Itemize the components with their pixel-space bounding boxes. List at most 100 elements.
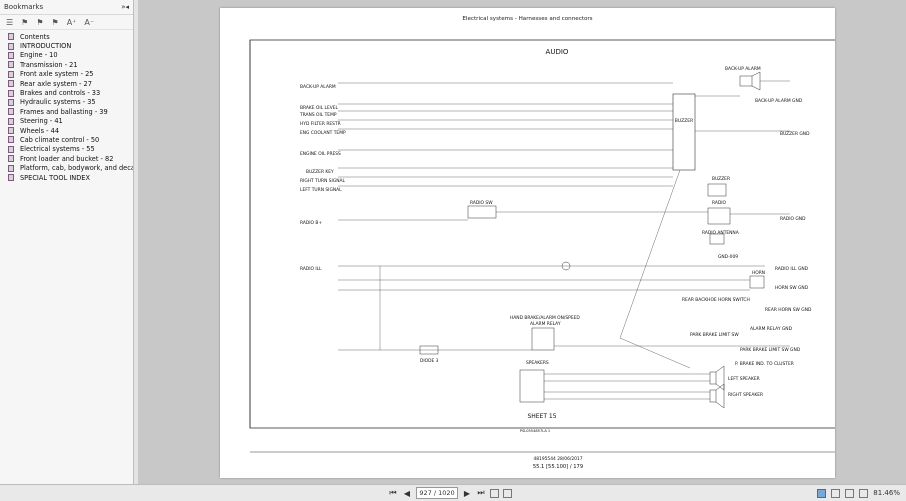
footer-line2: 55.1 [55.100] / 179 — [533, 464, 583, 470]
bookmark-item[interactable]: Frames and ballasting - 39 — [8, 107, 133, 116]
radio-switch — [467, 205, 497, 219]
bookmark-item[interactable]: Platform, cab, bodywork, and decals - — [8, 163, 133, 172]
bookmark-icon — [8, 127, 14, 135]
horn-sw-gnd-label: HORN SW GND — [775, 285, 809, 291]
bookmark-item[interactable]: Cab climate control - 50 — [8, 135, 133, 144]
park-brake-sw-label: PARK BRAKE LIMIT SW — [690, 332, 739, 338]
bookmark-list: Contents INTRODUCTION Engine - 10 Transm… — [0, 30, 133, 182]
next-page-icon[interactable]: ▶ — [463, 488, 471, 498]
bookmark-item[interactable]: SPECIAL TOOL INDEX — [8, 173, 133, 182]
bookmark-label: Platform, cab, bodywork, and decals - — [20, 164, 133, 173]
backup-alarm-right-label: BACK-UP ALARM — [725, 66, 761, 72]
zoom-level[interactable]: 81.46% — [873, 489, 900, 497]
bookmark-icon — [8, 174, 14, 182]
list-options-icon[interactable]: ☰ — [6, 17, 14, 27]
radio-antenna-device — [709, 233, 725, 245]
alarm-relay-device — [531, 327, 555, 351]
radio-ill-gnd-label: RADIO ILL GND — [775, 266, 809, 272]
bookmark-icon[interactable]: ⚑ — [21, 17, 29, 27]
bookmark-icon — [8, 42, 14, 50]
diagram-title: AUDIO — [546, 48, 569, 56]
trans-oil-label: TRANS OIL TEMP — [299, 112, 337, 118]
bookmark-icon — [8, 108, 14, 116]
left-speaker-label: LEFT SPEAKER — [728, 376, 760, 382]
bookmark-item[interactable]: Wheels - 44 — [8, 126, 133, 135]
copy-icon[interactable] — [490, 488, 499, 498]
horn-label: HORN — [752, 270, 765, 276]
bookmark-label: Cab climate control - 50 — [20, 135, 100, 144]
bookmark-item[interactable]: Hydraulic systems - 35 — [8, 98, 133, 107]
horn-device — [749, 275, 765, 289]
radio-bplus-label: RADIO B+ — [300, 220, 322, 226]
font-decrease-icon[interactable]: A⁻ — [84, 17, 95, 27]
bookmark-item[interactable]: Front loader and bucket - 82 — [8, 154, 133, 163]
fit-page-icon[interactable] — [859, 488, 869, 498]
bookmark-icon — [8, 164, 14, 172]
pbrake-cluster-label: P. BRAKE IND. TO CLUSTER — [735, 361, 794, 367]
hyd-filter-label: HYD FILTER RESTR — [300, 121, 341, 127]
engine-oil-label: ENGINE OIL PRESS — [300, 151, 341, 157]
last-page-icon[interactable]: ⏭ — [477, 488, 485, 497]
bookmark-label: Front axle system - 25 — [20, 70, 94, 79]
backup-alarm-left-label: BACK-UP ALARM — [300, 84, 336, 90]
font-increase-icon[interactable]: A⁺ — [66, 17, 77, 27]
bookmark-icon — [8, 89, 14, 97]
bookmark-icon[interactable]: ⚑ — [51, 17, 59, 27]
radio-label: RADIO — [712, 200, 727, 206]
radio-sw-label: RADIO SW — [470, 200, 493, 206]
continuous-page-icon[interactable] — [831, 488, 841, 498]
wiring-diagram: AUDIO BUZZER BACK-UP ALARM BRAKE OIL LEV… — [249, 39, 835, 470]
document-viewer[interactable]: Electrical systems - Harnesses and conne… — [138, 0, 906, 484]
single-page-icon[interactable] — [817, 488, 827, 498]
bookmark-icon — [8, 70, 14, 78]
zoom-controls: 81.46% — [817, 485, 900, 501]
bookmark-icon — [8, 80, 14, 88]
buzzer-key-label: BUZZER KEY — [306, 169, 334, 175]
panel-splitter[interactable] — [134, 0, 138, 500]
bookmark-item[interactable]: Transmission - 21 — [8, 60, 133, 69]
eng-coolant-label: ENG COOLANT TEMP — [300, 130, 346, 136]
rear-horn-gnd-label: REAR HORN SW GND — [765, 307, 812, 313]
buzzer-module — [672, 93, 696, 171]
bookmark-icon — [8, 136, 14, 144]
gnd-009-label: GND-009 — [718, 254, 738, 260]
bookmark-item[interactable]: Engine - 10 — [8, 51, 133, 60]
bookmark-label: Brakes and controls - 33 — [20, 89, 101, 98]
status-bar: ⏮ ◀ 927 / 1020 ▶ ⏭ 81.46% — [0, 484, 906, 501]
bookmark-label: Steering - 41 — [20, 117, 63, 126]
buzzer-device — [707, 183, 727, 197]
bookmark-label: Hydraulic systems - 35 — [20, 98, 96, 107]
bookmark-item[interactable]: Front axle system - 25 — [8, 70, 133, 79]
first-page-icon[interactable]: ⏮ — [389, 488, 397, 497]
bookmarks-title: Bookmarks — [4, 3, 44, 11]
backup-alarm-device — [739, 75, 753, 87]
bookmark-item[interactable]: Brakes and controls - 33 — [8, 88, 133, 97]
bookmark-label: Transmission - 21 — [20, 60, 78, 69]
page-number-field[interactable]: 927 / 1020 — [416, 487, 458, 499]
bookmark-icon — [8, 145, 14, 153]
bookmark-label: Front loader and bucket - 82 — [20, 154, 114, 163]
alarm-relay-label: ALARM RELAY — [530, 321, 561, 327]
prev-page-icon[interactable]: ◀ — [403, 488, 411, 498]
bookmark-item[interactable]: INTRODUCTION — [8, 41, 133, 50]
bookmark-item[interactable]: Electrical systems - 55 — [8, 145, 133, 154]
backup-alarm-gnd-label: BACK-UP ALARM GND — [755, 98, 803, 104]
copy-icon[interactable] — [503, 488, 512, 498]
bookmark-item[interactable]: Rear axle system - 27 — [8, 79, 133, 88]
radio-ill-left-label: RADIO ILL — [300, 266, 322, 272]
bookmark-item[interactable]: Steering - 41 — [8, 117, 133, 126]
rear-backhoe-label: REAR BACKHOE HORN SWITCH — [682, 297, 750, 303]
bookmark-item[interactable]: Contents — [8, 32, 133, 41]
bookmark-icon — [8, 98, 14, 106]
right-turn-label: RIGHT TURN SIGNAL — [300, 178, 346, 184]
fit-width-icon[interactable] — [845, 488, 855, 498]
park-brake-gnd-label: PARK BRAKE LIMIT SW GND — [740, 347, 801, 353]
buzzer-gnd-label: BUZZER GND — [780, 131, 810, 137]
radio-device — [707, 207, 731, 225]
bookmark-icon[interactable]: ⚑ — [36, 17, 44, 27]
speakers-label: SPEAKERS — [526, 360, 549, 366]
page-navigation: ⏮ ◀ 927 / 1020 ▶ ⏭ — [388, 485, 512, 501]
bookmark-label: INTRODUCTION — [20, 42, 72, 51]
alarm-relay-gnd-label: ALARM RELAY GND — [750, 326, 793, 332]
panel-controls[interactable]: »◂ — [121, 3, 129, 11]
